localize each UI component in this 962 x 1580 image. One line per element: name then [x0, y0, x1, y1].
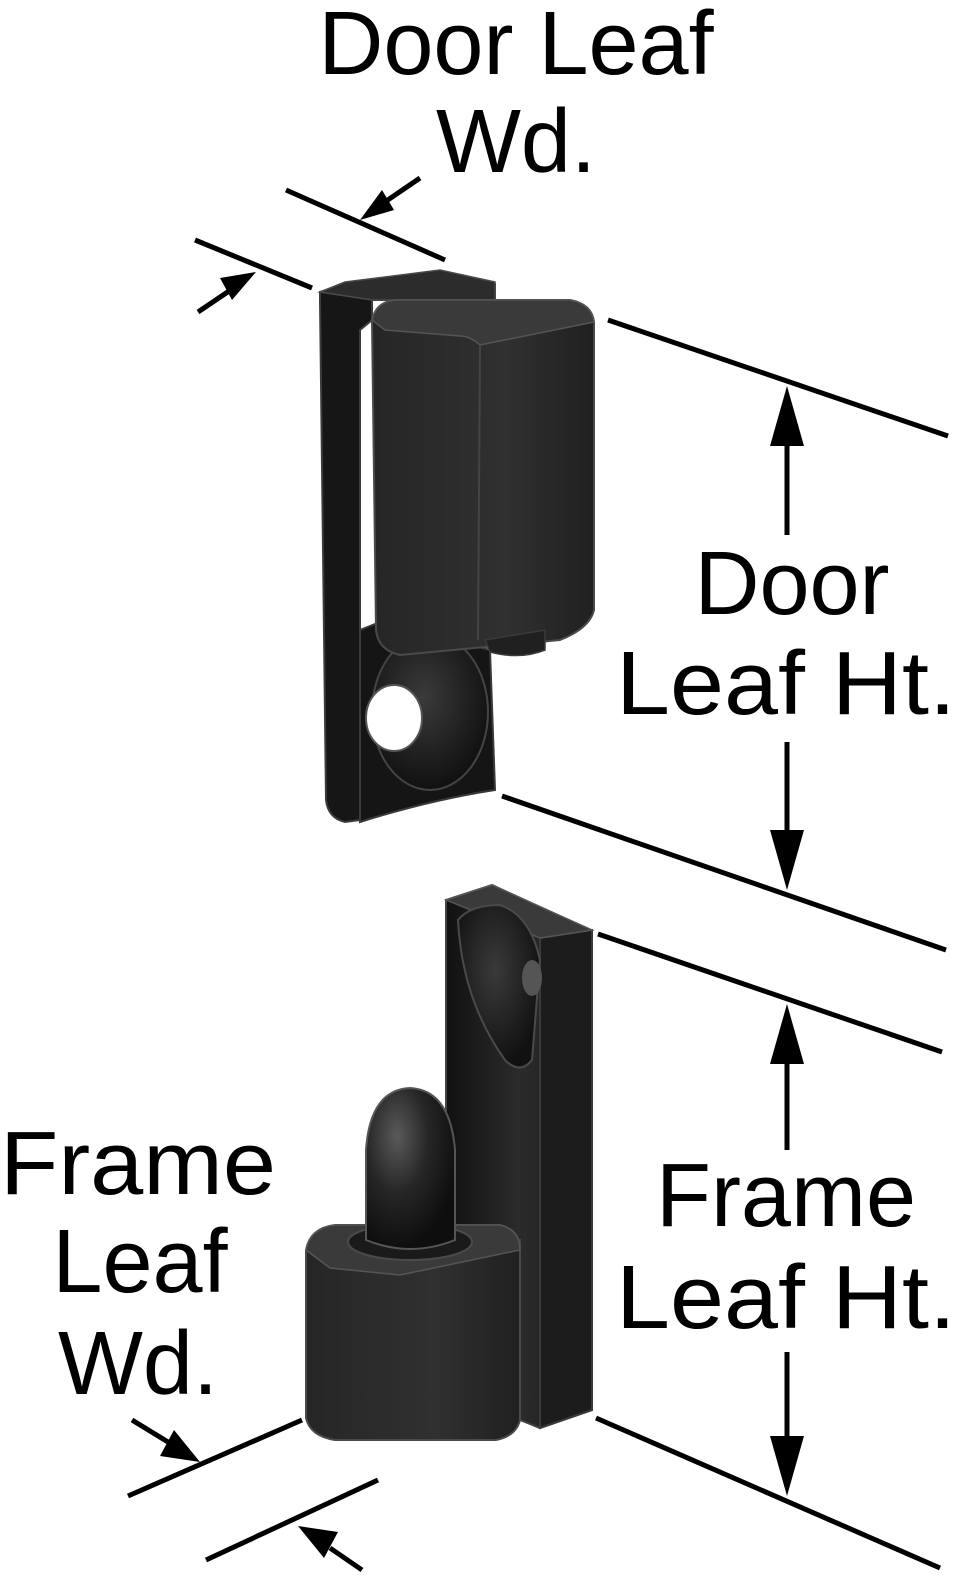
- frame-leaf-wd-arrow-lower-shaft: [328, 1545, 364, 1573]
- dimension-annotations: [126, 175, 949, 1573]
- door-leaf-ht-arrow-top-head: [770, 386, 804, 446]
- frame-leaf-wd-label-line2: Leaf: [52, 1212, 228, 1312]
- frame-leaf-wd-arrow-upper-head: [160, 1430, 200, 1462]
- door-leaf-wd-label-line2: Wd.: [436, 92, 596, 192]
- door-leaf-ht-arrow-bottom-head: [770, 830, 804, 890]
- door-leaf-ht-extension-bottom: [501, 793, 947, 953]
- door-leaf-wd-arrow-right-head: [360, 190, 394, 220]
- frame-leaf-ht-extension-bottom: [595, 1415, 941, 1571]
- frame-leaf-ht-label-line2: Leaf Ht.: [616, 1248, 956, 1348]
- door-leaf-wd-label: Door Leaf Wd.: [318, 0, 714, 192]
- frame-leaf-wd-extension-top: [126, 1417, 304, 1499]
- frame-leaf-wd-label-line3: Wd.: [58, 1314, 218, 1414]
- frame-leaf-ht-extension-top: [597, 931, 943, 1055]
- frame-leaf-wd-label-line1: Frame: [0, 1114, 276, 1214]
- frame-leaf-ht-label-line1: Frame: [656, 1146, 916, 1246]
- door-leaf-wd-extension-bottom: [194, 237, 313, 291]
- door-leaf-wd-arrow-left-head: [220, 272, 256, 300]
- door-leaf-ht-label: Door Leaf Ht.: [616, 534, 956, 734]
- frame-leaf-wd-label: Frame Leaf Wd.: [0, 1114, 276, 1414]
- door-leaf-wd-label-line1: Door Leaf: [318, 0, 714, 94]
- frame-leaf-part: [305, 883, 595, 1441]
- door-leaf-wd-extension-top: [284, 187, 447, 263]
- frame-leaf-wd-extension-bottom: [204, 1477, 380, 1563]
- frame-leaf-wd-arrow-lower-head: [298, 1526, 338, 1558]
- frame-leaf-ht-label: Frame Leaf Ht.: [616, 1146, 956, 1348]
- door-leaf-part: [317, 269, 595, 824]
- door-leaf-ht-label-line2: Leaf Ht.: [616, 634, 956, 734]
- frame-leaf-ht-arrow-top-head: [770, 1004, 804, 1064]
- frame-leaf-ht-arrow-bottom-head: [770, 1436, 804, 1496]
- frame-leaf-wd-arrow-upper-shaft: [130, 1417, 170, 1445]
- door-leaf-ht-extension-top: [607, 317, 949, 439]
- door-leaf-ht-label-line1: Door: [694, 534, 889, 634]
